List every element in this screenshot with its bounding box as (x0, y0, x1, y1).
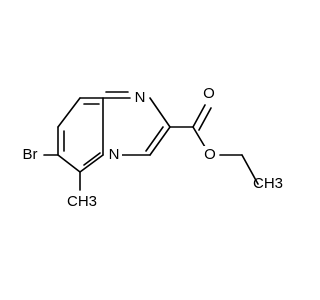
atom-methyl-label: CH3 (67, 193, 97, 210)
bond-n1-c2 (149, 97, 171, 128)
atom-ethyl-ch3: CH3 (253, 175, 283, 192)
atom-methyl: CH3 (67, 193, 97, 210)
atom-o-ester: O (202, 146, 219, 164)
atom-ethyl-ch3-label: CH3 (253, 175, 283, 192)
bond-c2-c3 (149, 126, 171, 156)
bond-c2-c3-double (145, 126, 164, 152)
atom-o-carbonyl-label: O (203, 85, 215, 102)
bond-ch2-ch3 (241, 154, 259, 185)
bond-c6-c5 (57, 154, 81, 173)
atom-o-ester-label: O (204, 146, 216, 163)
bond-carbonyl-o-double-a (192, 104, 206, 128)
atom-br-label: Br (23, 146, 38, 163)
bond-c5-n4-double (83, 152, 101, 166)
atom-n-imine-label: N (135, 89, 146, 106)
structure-diagram: N N O O Br CH3 CH3 (23, 85, 284, 210)
atom-o-carbonyl: O (201, 85, 218, 103)
atom-n-bridge-label: N (109, 146, 120, 163)
bond-carbonyl-o-double-b (198, 107, 212, 131)
atom-br: Br (23, 146, 38, 163)
bond-carbonyl-o-ester (192, 126, 206, 148)
bond-c8-c7 (57, 97, 81, 128)
bond-c5-n4 (79, 154, 104, 173)
atom-n-imine: N (132, 89, 148, 107)
atom-n-bridge: N (106, 146, 122, 164)
